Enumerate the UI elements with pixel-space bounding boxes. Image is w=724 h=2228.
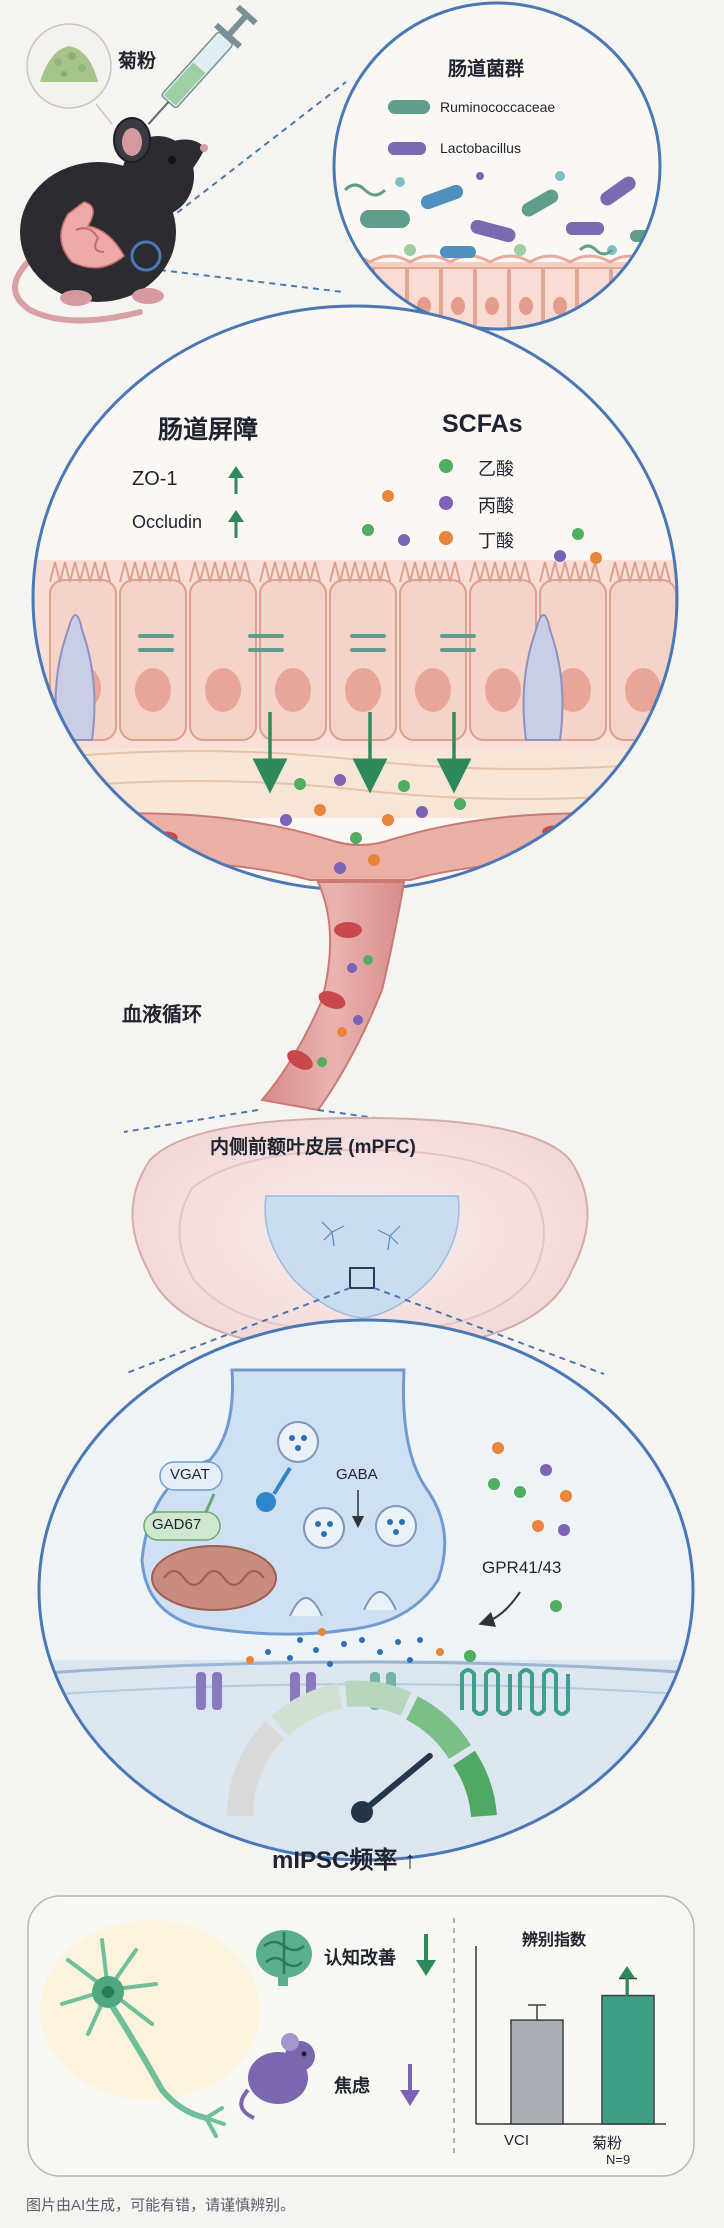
butyrate-label: 丁酸 — [478, 531, 514, 551]
brain-icon — [256, 1930, 312, 1986]
gpr41-43-receptors — [460, 1668, 570, 1716]
chart-category-vci: VCI — [504, 2132, 530, 2149]
cognition-label: 认知改善 — [324, 1948, 396, 1968]
neuron-icon — [60, 1938, 226, 2138]
brain-section — [123, 1109, 605, 1375]
mipsc-gauge — [226, 1680, 497, 1823]
synapse-panel — [37, 1318, 695, 1862]
lactobacillus-label: Lactobacillus — [440, 140, 521, 156]
ai-disclaimer: 图片由AI生成，可能有错，请谨慎辨别。 — [26, 2197, 296, 2214]
mouse-icon — [12, 117, 208, 324]
ruminococcaceae-legend-swatch — [388, 100, 430, 114]
ruminococcaceae-label: Ruminococcaceae — [440, 99, 556, 115]
inulin-powder-icon — [26, 23, 113, 125]
bar-1 — [601, 1994, 655, 2125]
anxiety-down-arrow — [400, 2064, 420, 2106]
cognition-down-arrow — [416, 1934, 436, 1976]
occludin-up-arrow — [228, 510, 244, 538]
error-bar-0 — [528, 2004, 546, 2021]
results-panel — [27, 1895, 695, 2177]
bar-0 — [510, 2019, 564, 2125]
inulin-label: 菊粉 — [118, 51, 157, 72]
propionate-label: 丙酸 — [478, 496, 514, 516]
scfa-dots-tissue — [280, 774, 466, 874]
acetate-legend-dot — [439, 459, 453, 473]
anxious-mouse-icon — [239, 2033, 315, 2120]
chart-category-inulin: 菊粉 — [592, 2135, 623, 2152]
zo1-label: ZO-1 — [132, 468, 178, 490]
scfas-title: SCFAs — [442, 410, 523, 438]
lactobacillus-legend-swatch — [388, 142, 426, 155]
gut-barrier-panel — [31, 304, 679, 892]
anxiety-label: 焦虑 — [334, 2076, 370, 2096]
gut-barrier-title: 肠道屏障 — [158, 416, 259, 444]
gut-flora-title: 肠道菌群 — [448, 59, 525, 80]
acetate-label: 乙酸 — [478, 459, 514, 479]
zoom-connector-lines — [159, 81, 347, 293]
mipsc-label: mIPSC频率 ↑ — [272, 1847, 417, 1874]
vgat-pill — [159, 1461, 223, 1491]
zo1-up-arrow — [228, 466, 244, 494]
gauge-needle — [359, 1752, 433, 1815]
chart-n-label: N=9 — [606, 2152, 631, 2167]
propionate-legend-dot — [439, 496, 453, 510]
vgat-label: VGAT — [170, 1466, 210, 1483]
blood-vessel — [260, 881, 406, 1112]
mpfc-label: 内侧前额叶皮层 (mPFC) — [210, 1137, 416, 1158]
gaba-label: GABA — [336, 1466, 378, 1483]
scfa-dots-lumen — [362, 490, 602, 564]
bar-increase-arrow — [619, 1966, 635, 1996]
gad67-pill — [143, 1511, 221, 1541]
blood-circulation-label: 血液循环 — [122, 1004, 202, 1026]
butyrate-legend-dot — [439, 531, 453, 545]
gad67-label: GAD67 — [152, 1516, 202, 1533]
chart-title: 辨别指数 — [522, 1932, 587, 1949]
syringe-icon — [147, 4, 258, 125]
occludin-label: Occludin — [132, 512, 203, 532]
gpr41-43-label: GPR41/43 — [482, 1558, 562, 1577]
discrimination-index-chart — [475, 1946, 666, 2125]
